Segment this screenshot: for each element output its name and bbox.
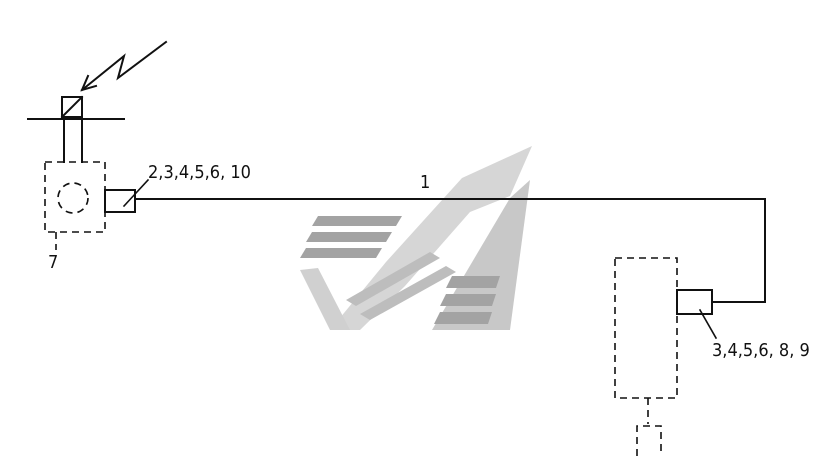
- label-left-connector: 2,3,4,5,6, 10: [148, 162, 251, 183]
- lightning-arrow-icon: [80, 40, 168, 92]
- left-unit: [44, 161, 106, 250]
- label-right-connector: 3,4,5,6, 8, 9: [712, 340, 810, 361]
- cable-line-1: [134, 198, 766, 303]
- watermark-emblem: [300, 146, 532, 330]
- label-left-unit: 7: [48, 252, 58, 273]
- left-connector: [104, 178, 150, 213]
- label-line-1: 1: [420, 172, 430, 193]
- left-mast: [27, 95, 125, 163]
- right-unit: [614, 257, 718, 456]
